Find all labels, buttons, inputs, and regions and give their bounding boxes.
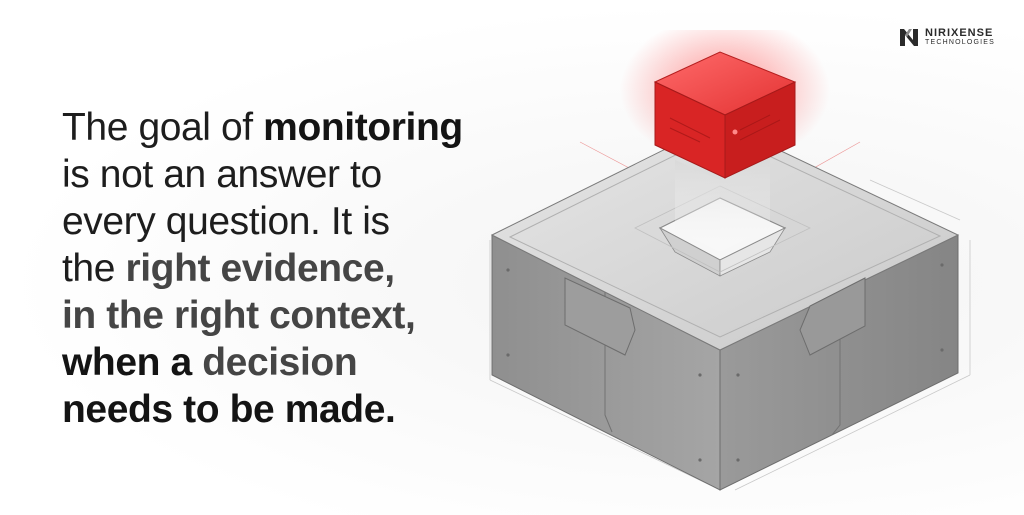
quote-line-1-text: The goal of (62, 106, 264, 149)
quote-line-4-text: the (62, 247, 126, 290)
quote-line-6: when a decision (62, 339, 502, 386)
quote-emphasis-right-evidence: right evidence, (125, 247, 395, 290)
top-inner-rim (508, 132, 942, 338)
quote-line-4: the right evidence, (62, 245, 502, 292)
brand-name: NIRIXENSE (925, 27, 994, 39)
left-notch (564, 277, 636, 356)
brand-logo: NIRIXENSE TECHNOLOGIES (898, 26, 1008, 52)
panel-screws (506, 263, 944, 462)
quote-line-5: in the right context, (62, 294, 416, 337)
quote-line-2: is not an answer to (62, 153, 382, 196)
isometric-box-illustration (489, 30, 971, 491)
quote-line-1: The goal of monitoring (62, 104, 502, 151)
guide-lines (489, 179, 971, 491)
quote-emphasis-monitoring: monitoring (263, 106, 463, 149)
quote-emphasis-decision: decision (202, 341, 358, 384)
right-notch (799, 277, 866, 356)
quote-line-7: needs to be made. (62, 388, 396, 431)
light-beam-right (720, 158, 770, 252)
quote-line-3: every question. It is (62, 200, 390, 243)
light-beam-left (675, 160, 720, 252)
red-cube-details (669, 114, 781, 143)
quote-text: The goal of monitoring is not an answer … (62, 104, 502, 433)
quote-emphasis-when-a: when a (62, 341, 203, 384)
nirixense-logo-icon (900, 29, 918, 46)
red-cube-indicator (732, 129, 738, 135)
brand-subtitle: TECHNOLOGIES (925, 39, 996, 46)
